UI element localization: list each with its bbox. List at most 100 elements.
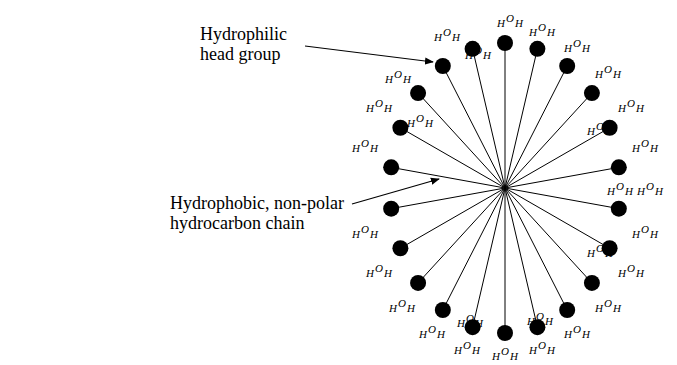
hydrocarbon-chain bbox=[505, 49, 537, 188]
hydrocarbon-chain bbox=[505, 93, 592, 188]
atom-symbol: H bbox=[483, 49, 491, 61]
atom-symbol: H bbox=[425, 117, 433, 129]
atom-symbol: H bbox=[497, 17, 505, 29]
atom-symbol: H bbox=[545, 315, 553, 327]
atom-symbol: H bbox=[389, 302, 397, 314]
water-molecule: HOH bbox=[564, 323, 590, 340]
atom-symbol: H bbox=[529, 344, 537, 356]
atom-symbol: H bbox=[515, 17, 523, 29]
part-label: Hydrophobic, non-polar hydrocarbon chain bbox=[170, 193, 360, 233]
water-molecule: HOH bbox=[389, 297, 415, 314]
atom-symbol: O bbox=[641, 223, 649, 235]
atom-symbol: H bbox=[492, 350, 500, 362]
atom-symbol: O bbox=[573, 323, 581, 335]
head-group bbox=[410, 85, 426, 101]
atom-symbol: H bbox=[637, 185, 645, 197]
head-group bbox=[559, 58, 575, 74]
head-group bbox=[611, 159, 627, 175]
water-molecule: HOH bbox=[457, 312, 483, 329]
atom-symbol: O bbox=[375, 262, 383, 274]
hydrocarbon-chain bbox=[505, 188, 567, 310]
atom-symbol: H bbox=[527, 315, 535, 327]
head-group bbox=[559, 302, 575, 318]
atom-symbol: O bbox=[416, 112, 424, 124]
atom-symbol: H bbox=[636, 102, 644, 114]
head-group bbox=[383, 201, 399, 217]
water-molecule: HOH bbox=[637, 180, 663, 197]
atom-symbol: H bbox=[475, 317, 483, 329]
atom-symbol: H bbox=[510, 350, 518, 362]
water-molecule: HOH bbox=[529, 21, 555, 38]
water-molecule: HOH bbox=[595, 63, 621, 80]
atom-symbol: H bbox=[605, 247, 613, 259]
head-group bbox=[497, 325, 513, 341]
atom-symbol: O bbox=[474, 44, 482, 56]
atom-symbol: H bbox=[352, 142, 360, 154]
head-group bbox=[392, 120, 408, 136]
head-group bbox=[602, 120, 618, 136]
head-group bbox=[584, 85, 600, 101]
water-molecule: HOH bbox=[632, 137, 658, 154]
atom-symbol: H bbox=[613, 68, 621, 80]
atom-symbol: H bbox=[384, 267, 392, 279]
atom-symbol: O bbox=[398, 297, 406, 309]
hydrocarbon-chain bbox=[473, 49, 505, 188]
atom-symbol: H bbox=[655, 185, 663, 197]
hydrocarbon-chain bbox=[391, 188, 505, 209]
head-group bbox=[611, 201, 627, 217]
leader-line bbox=[305, 46, 433, 62]
atom-symbol: O bbox=[627, 262, 635, 274]
atom-symbol: O bbox=[646, 180, 654, 192]
atom-symbol: H bbox=[385, 73, 393, 85]
water-molecule: HOH bbox=[434, 26, 460, 43]
hydrocarbon-chain bbox=[418, 188, 505, 283]
atom-symbol: O bbox=[361, 223, 369, 235]
atom-symbol: O bbox=[375, 97, 383, 109]
water-molecule: HOH bbox=[527, 310, 553, 327]
atom-symbol: H bbox=[403, 73, 411, 85]
atom-symbol: H bbox=[547, 344, 555, 356]
atom-symbol: O bbox=[538, 21, 546, 33]
atom-symbol: H bbox=[454, 344, 462, 356]
atom-symbol: H bbox=[457, 317, 465, 329]
atom-symbol: H bbox=[587, 247, 595, 259]
atom-symbol: H bbox=[605, 125, 613, 137]
atom-symbol: O bbox=[361, 137, 369, 149]
part-label: Hydrophilic head group bbox=[200, 24, 300, 64]
atom-symbol: H bbox=[613, 302, 621, 314]
atom-symbol: O bbox=[538, 339, 546, 351]
atom-symbol: H bbox=[625, 185, 633, 197]
head-group bbox=[529, 41, 545, 57]
hydrocarbon-chain bbox=[418, 93, 505, 188]
water-molecule: HOH bbox=[352, 223, 378, 240]
atom-symbol: H bbox=[650, 228, 658, 240]
atom-symbol: H bbox=[632, 228, 640, 240]
atom-symbol: H bbox=[452, 31, 460, 43]
atom-symbol: O bbox=[466, 312, 474, 324]
atom-symbol: O bbox=[604, 63, 612, 75]
water-molecule: HOH bbox=[587, 242, 613, 259]
water-molecule: HOH bbox=[564, 37, 590, 54]
atom-symbol: O bbox=[428, 323, 436, 335]
water-molecule: HOH bbox=[587, 120, 613, 137]
atom-symbol: H bbox=[419, 328, 427, 340]
head-group bbox=[392, 240, 408, 256]
atom-symbol: H bbox=[529, 26, 537, 38]
water-molecule: HOH bbox=[352, 137, 378, 154]
atom-symbol: O bbox=[573, 37, 581, 49]
atom-symbol: H bbox=[564, 42, 572, 54]
head-group bbox=[435, 58, 451, 74]
atom-symbol: H bbox=[407, 302, 415, 314]
water-molecule: HOH bbox=[595, 297, 621, 314]
atom-symbol: H bbox=[472, 344, 480, 356]
hydrocarbon-chain bbox=[505, 167, 619, 188]
water-molecule: HOH bbox=[385, 68, 411, 85]
micelle bbox=[383, 35, 627, 341]
atom-symbol: H bbox=[582, 42, 590, 54]
atom-symbol: H bbox=[352, 228, 360, 240]
water-molecule: HOH bbox=[618, 262, 644, 279]
hydrocarbon-chain bbox=[443, 66, 505, 188]
leader-line bbox=[352, 179, 439, 204]
atom-symbol: H bbox=[618, 267, 626, 279]
